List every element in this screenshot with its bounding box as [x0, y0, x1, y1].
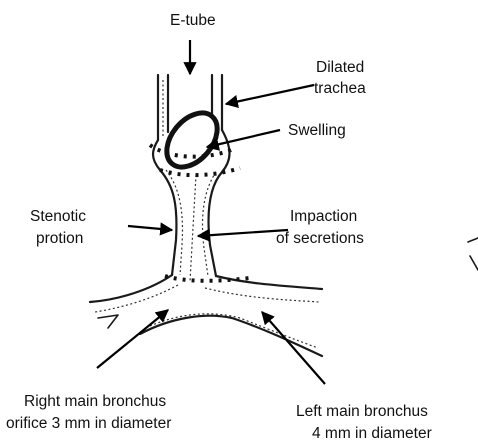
- dilated-trachea-label-line1: Dilated: [316, 59, 364, 76]
- left-bronchus-arrow: [262, 312, 325, 384]
- right-bronchus-arrow: [97, 310, 168, 368]
- edge-marks: [98, 238, 478, 328]
- left-bronchus-label-line1: Left main bronchus: [296, 403, 428, 420]
- right-bronchus-label-line2: orifice 3 mm in diameter: [6, 415, 171, 432]
- stenotic-label-line1: Stenotic: [30, 208, 86, 225]
- stenotic-portion-arrow: [128, 226, 172, 230]
- swelling-label: Swelling: [288, 122, 346, 139]
- stenotic-label-line2: protion: [36, 230, 83, 247]
- dotted-boundaries: [150, 145, 250, 281]
- bronchi: [90, 275, 322, 356]
- left-bronchus-label-line2: 4 mm in diameter: [312, 425, 432, 440]
- impaction-label-line1: Impaction: [290, 208, 357, 225]
- etube-label: E-tube: [170, 12, 216, 29]
- dilated-trachea-label-line2: trachea: [314, 80, 366, 97]
- impaction-label-line2: of secretions: [276, 230, 364, 247]
- dilated-trachea-arrow: [226, 85, 314, 104]
- right-bronchus-label-line1: Right main bronchus: [24, 393, 166, 410]
- impaction-arrow: [198, 230, 288, 236]
